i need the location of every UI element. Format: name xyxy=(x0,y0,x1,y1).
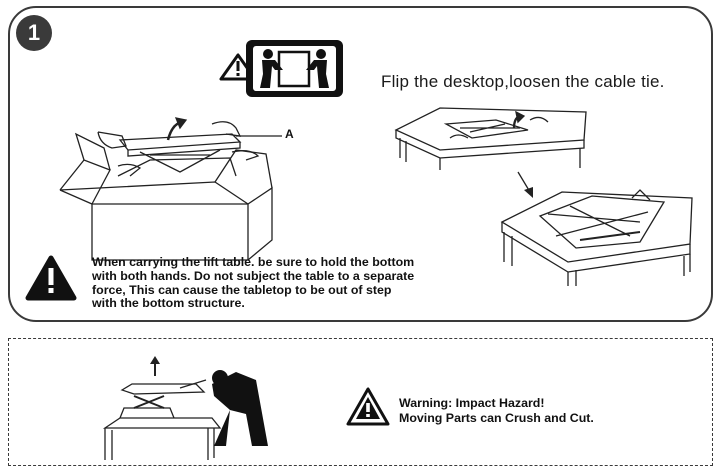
step-number-badge: 1 xyxy=(16,15,52,51)
carry-note-line: force, This can cause the tabletop to be… xyxy=(92,282,392,297)
table-flip-top-illustration xyxy=(394,107,587,170)
warning-triangle-icon xyxy=(25,255,77,301)
impact-warning-text: Warning: Impact Hazard! Moving Parts can… xyxy=(399,396,594,425)
carry-note-line: When carrying the lift table. be sure to… xyxy=(92,255,415,269)
impact-warning-line: Warning: Impact Hazard! xyxy=(399,396,545,410)
table-flipped-illustration xyxy=(500,189,693,286)
carry-note-line: with the bottom structure. xyxy=(92,296,245,311)
impact-warning-triangle-icon xyxy=(346,387,390,426)
down-arrow-icon xyxy=(517,171,533,198)
carry-note-line: with both hands. Do not subject the tabl… xyxy=(92,268,415,283)
person-silhouette xyxy=(212,370,268,446)
impact-warning-panel xyxy=(8,338,713,466)
part-label-a: A xyxy=(285,127,294,141)
up-arrow-icon xyxy=(150,356,160,376)
two-person-lift-icon xyxy=(219,40,343,97)
flip-desktop-caption: Flip the desktop,loosen the cable tie. xyxy=(381,72,665,91)
step-1-panel xyxy=(8,6,713,322)
impact-hazard-illustration xyxy=(102,379,222,460)
impact-warning-line: Moving Parts can Crush and Cut. xyxy=(399,410,594,425)
box-lift-illustration xyxy=(59,117,282,261)
carry-warning-note: When carrying the lift table. be sure to… xyxy=(92,255,472,311)
